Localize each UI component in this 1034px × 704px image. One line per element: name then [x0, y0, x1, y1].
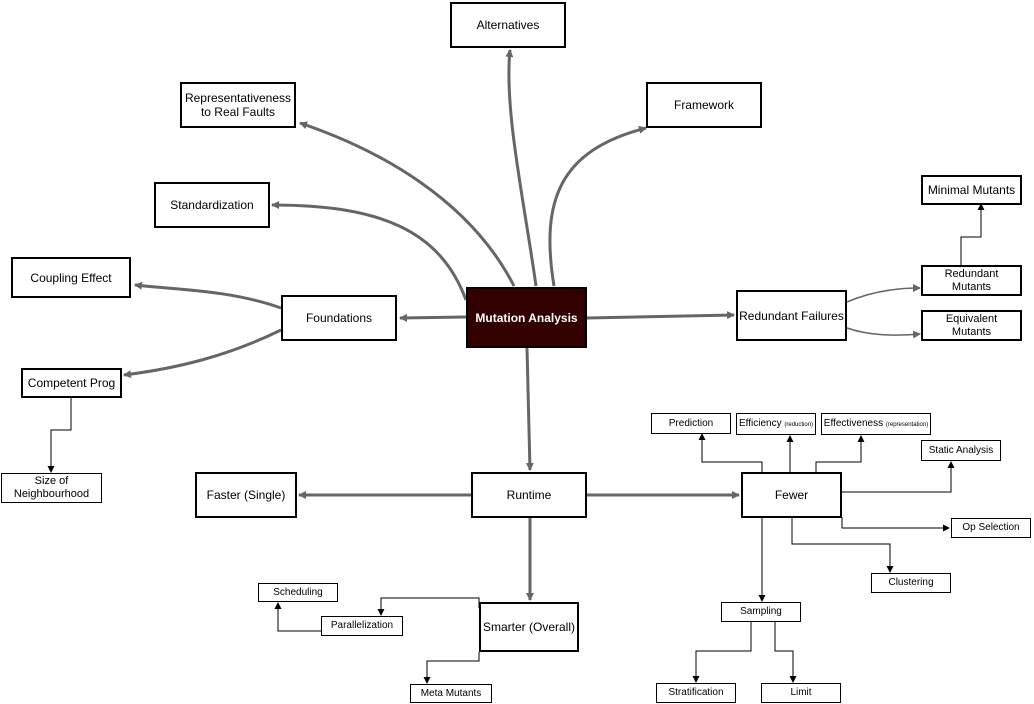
node-clustering[interactable]: Clustering	[871, 573, 951, 593]
node-label: Stratification	[668, 687, 724, 698]
edge-rf-equivalent-mutants	[846, 327, 921, 339]
efficiency-subtext: (reduction)	[784, 421, 814, 428]
edge-ma-foundations	[399, 313, 467, 322]
node-label: Equivalent Mutants	[945, 312, 998, 338]
edge-foundations-competent	[123, 328, 282, 379]
node-redundant-failures[interactable]: Redundant Failures	[736, 290, 847, 341]
node-label: Efficiency (reduction)	[739, 418, 813, 431]
node-smarter-overall[interactable]: Smarter (Overall)	[479, 602, 579, 652]
edge-ma-runtime	[525, 347, 534, 471]
node-coupling-effect[interactable]: Coupling Effect	[11, 257, 131, 298]
node-label: Representativeness to Real Faults	[184, 91, 292, 119]
node-faster-single[interactable]: Faster (Single)	[195, 472, 297, 518]
node-size-of-neighbourhood[interactable]: Size of Neighbourhood	[1, 473, 102, 503]
node-label: Standardization	[170, 198, 254, 212]
node-competent-prog[interactable]: Competent Prog	[21, 368, 122, 398]
node-label: Parallelization	[330, 620, 394, 631]
edge-fewer-op-selection	[841, 517, 950, 532]
node-minimal-mutants[interactable]: Minimal Mutants	[921, 175, 1022, 205]
edge-ma-framework	[548, 125, 647, 287]
node-framework[interactable]: Framework	[646, 82, 762, 128]
edge-ma-representativeness	[299, 121, 516, 287]
node-label: Clustering	[888, 577, 934, 588]
edge-parallelization-scheduling	[274, 602, 321, 632]
node-label: Alternatives	[476, 18, 540, 32]
node-label: Meta Mutants	[420, 687, 482, 699]
node-label: Runtime	[506, 488, 552, 502]
edge-sampling-stratification	[692, 622, 752, 683]
edge-fewer-prediction	[698, 433, 763, 472]
node-runtime[interactable]: Runtime	[471, 472, 587, 518]
node-static-analysis[interactable]: Static Analysis	[921, 440, 1001, 461]
node-parallelization[interactable]: Parallelization	[321, 616, 403, 636]
node-scheduling[interactable]: Scheduling	[258, 583, 338, 602]
node-prediction[interactable]: Prediction	[651, 413, 731, 434]
edge-redundant-minimal	[960, 203, 985, 265]
node-label: Redundant Mutants	[944, 267, 999, 293]
node-foundations[interactable]: Foundations	[281, 295, 397, 341]
node-label: Sampling	[740, 606, 782, 617]
node-mutation-analysis[interactable]: Mutation Analysis	[466, 287, 587, 348]
node-label: Mutation Analysis	[475, 310, 578, 325]
edge-fewer-static	[842, 461, 955, 493]
edge-ma-standardization	[271, 201, 468, 301]
node-equivalent-mutants[interactable]: Equivalent Mutants	[921, 310, 1022, 341]
node-label: Scheduling	[273, 586, 323, 598]
node-label: Smarter (Overall)	[482, 620, 575, 634]
node-label: Fewer	[774, 488, 809, 502]
node-meta-mutants[interactable]: Meta Mutants	[410, 684, 492, 703]
node-effectiveness[interactable]: Effectiveness (representation)	[821, 413, 931, 435]
edge-ma-alternatives	[505, 49, 538, 287]
edge-rf-redundant-mutants	[846, 284, 921, 303]
node-sampling[interactable]: Sampling	[721, 602, 801, 622]
edge-smarter-parallelization	[377, 597, 480, 616]
edge-sampling-limit	[774, 622, 797, 683]
edge-competent-size	[47, 398, 72, 473]
node-limit[interactable]: Limit	[761, 683, 841, 703]
edge-foundations-coupling	[134, 281, 282, 310]
edge-fewer-clustering	[791, 518, 894, 573]
edge-fewer-effectiveness	[815, 435, 865, 472]
node-label: Minimal Mutants	[927, 183, 1016, 197]
effectiveness-subtext: (representation)	[885, 421, 929, 428]
node-label: Framework	[673, 98, 734, 112]
node-label: Competent Prog	[27, 376, 116, 390]
efficiency-text: Efficiency	[738, 417, 782, 429]
node-label: Prediction	[668, 417, 714, 429]
node-representativeness[interactable]: Representativeness to Real Faults	[180, 82, 296, 128]
node-label: Redundant Failures	[739, 308, 844, 323]
node-label: Size of Neighbourhood	[13, 475, 90, 500]
edge-smarter-meta	[423, 652, 480, 684]
node-efficiency[interactable]: Efficiency (reduction)	[736, 413, 816, 435]
node-label: Limit	[790, 687, 812, 698]
node-fewer[interactable]: Fewer	[741, 472, 842, 518]
node-redundant-mutants[interactable]: Redundant Mutants	[921, 265, 1022, 296]
node-label: Static Analysis	[928, 444, 994, 456]
node-standardization[interactable]: Standardization	[154, 182, 270, 228]
node-stratification[interactable]: Stratification	[656, 683, 736, 703]
edge-ma-redundant-failures	[586, 311, 735, 320]
node-label: Op Selection	[962, 522, 1020, 533]
effectiveness-text: Effectiveness	[823, 417, 884, 429]
node-label: Foundations	[305, 311, 373, 325]
node-label: Coupling Effect	[30, 270, 112, 285]
node-op-selection[interactable]: Op Selection	[951, 518, 1031, 538]
node-label: Faster (Single)	[206, 488, 286, 502]
node-label: Effectiveness (representation)	[824, 418, 928, 431]
node-alternatives[interactable]: Alternatives	[450, 2, 566, 48]
